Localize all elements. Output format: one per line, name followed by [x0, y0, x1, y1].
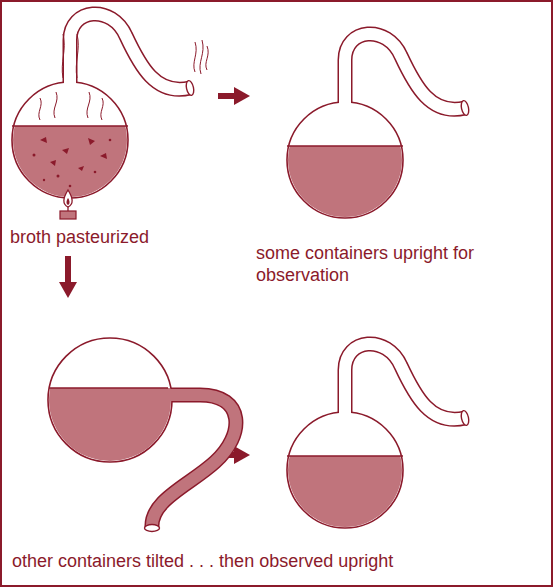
flask-heated — [0, 14, 195, 206]
bubbles — [33, 137, 112, 187]
steam — [39, 34, 208, 120]
caption-label: some containers upright for observation — [256, 242, 496, 286]
candle — [60, 190, 76, 219]
flask-upright — [275, 34, 470, 226]
caption-label: other containers tilted . . . then obser… — [12, 550, 542, 572]
flask-tilted — [40, 338, 236, 532]
caption-label: broth pasteurized — [10, 226, 210, 248]
flask-observed — [275, 344, 470, 536]
